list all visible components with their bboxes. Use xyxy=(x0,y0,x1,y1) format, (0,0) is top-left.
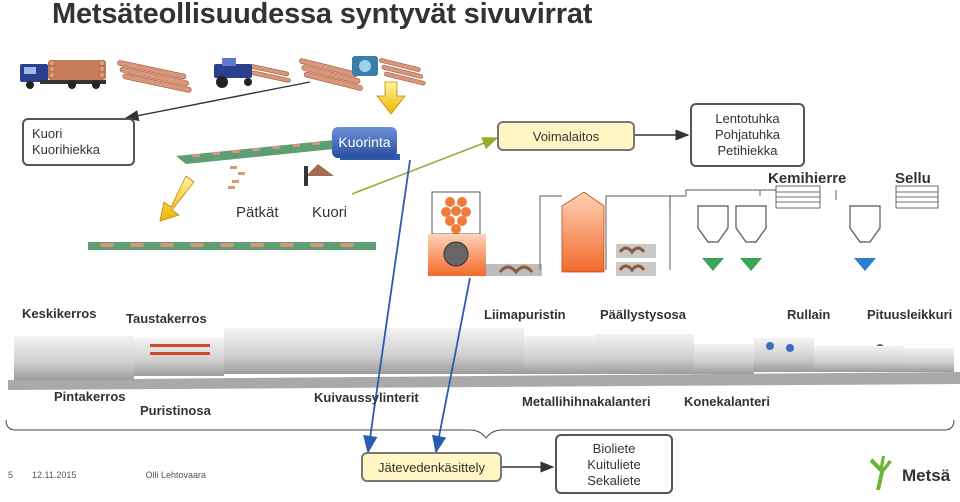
bed-sand-label: Petihiekka xyxy=(717,143,778,158)
mixed-sludge-label: Sekaliete xyxy=(587,473,641,488)
machine-label: Keskikerros xyxy=(22,306,97,321)
fly-ash-label: Lentotuhka xyxy=(715,111,780,126)
machine-label: Kuivaussylinterit xyxy=(314,390,419,405)
fiber-sludge-label: Kuituliete xyxy=(587,457,641,472)
silo-icons xyxy=(697,205,881,243)
refiner-icon xyxy=(616,244,656,276)
pulp-label: Sellu xyxy=(895,170,931,187)
green-arrow-icon xyxy=(702,258,724,271)
machine-label: Konekalanteri xyxy=(684,394,770,409)
debarking-box: Kuorinta xyxy=(332,127,397,158)
wood-conveyor-icon xyxy=(88,242,376,250)
machine-label: Liimapuristin xyxy=(484,307,566,322)
bark-sand-label: Kuorihiekka xyxy=(32,142,100,157)
debarking-drum-icon xyxy=(352,56,378,76)
footer-author: Olli Lehtovaara xyxy=(145,470,207,480)
machine-label: Metallihihnakalanteri xyxy=(522,394,651,409)
log-truck-icon xyxy=(20,59,106,89)
wastewater-box: Jätevedenkäsittely xyxy=(361,452,502,482)
bark-label: Kuori xyxy=(32,126,63,141)
cut-pieces-label: Pätkät xyxy=(236,204,279,221)
page-title: Metsäteollisuudessa syntyvät sivuvirrat xyxy=(52,0,593,30)
bracket-line xyxy=(5,419,955,439)
grinder-icon xyxy=(428,191,542,276)
sludge-box: Bioliete Kuituliete Sekaliete xyxy=(555,434,673,494)
pulp-bale-icon xyxy=(895,185,939,209)
bio-sludge-label: Bioliete xyxy=(592,441,636,456)
boiler-icon xyxy=(561,191,605,273)
green-arrow-icon xyxy=(740,258,762,271)
pulp-bale-icon xyxy=(775,185,821,209)
footer-date: 12.11.2015 xyxy=(32,470,77,480)
down-arrow-icon xyxy=(376,81,406,115)
metsa-logo-text: Metsä xyxy=(902,466,951,485)
wastewater-label: Jätevedenkäsittely xyxy=(378,460,485,475)
footer: 5 12.11.2015 Olli Lehtovaara xyxy=(8,470,206,480)
power-plant-box: Voimalaitos xyxy=(497,121,635,151)
diagonal-arrow-icon xyxy=(159,175,195,222)
power-plant-label: Voimalaitos xyxy=(532,129,600,144)
tractor-icon xyxy=(214,58,252,88)
paper-machine-icon xyxy=(8,328,960,390)
machine-label: Pituusleikkuri xyxy=(867,307,953,322)
machine-label: Rullain xyxy=(787,307,831,322)
page-number: 5 xyxy=(8,470,14,480)
machine-label: Puristinosa xyxy=(140,403,211,418)
blue-arrow-icon xyxy=(854,258,876,271)
machine-label: Pintakerros xyxy=(54,389,126,404)
chemimechanical-pulp-label: Kemihierre xyxy=(768,170,847,187)
arrow-line xyxy=(124,81,311,122)
ash-box: Lentotuhka Pohjatuhka Petihiekka xyxy=(690,103,805,167)
machine-label: Taustakerros xyxy=(126,311,207,326)
arrow-line xyxy=(363,159,411,454)
arrow-line xyxy=(351,137,499,195)
bark-box: Kuori Kuorihiekka xyxy=(22,118,135,166)
pipe-lines xyxy=(539,189,837,270)
bark-sub-label: Kuori xyxy=(312,204,348,221)
metsa-logo-icon xyxy=(870,456,892,490)
machine-label: Päällystysosa xyxy=(600,307,687,322)
arrow-line xyxy=(432,277,471,454)
bottom-ash-label: Pohjatuhka xyxy=(714,127,781,142)
log-pile-icon xyxy=(117,58,426,93)
